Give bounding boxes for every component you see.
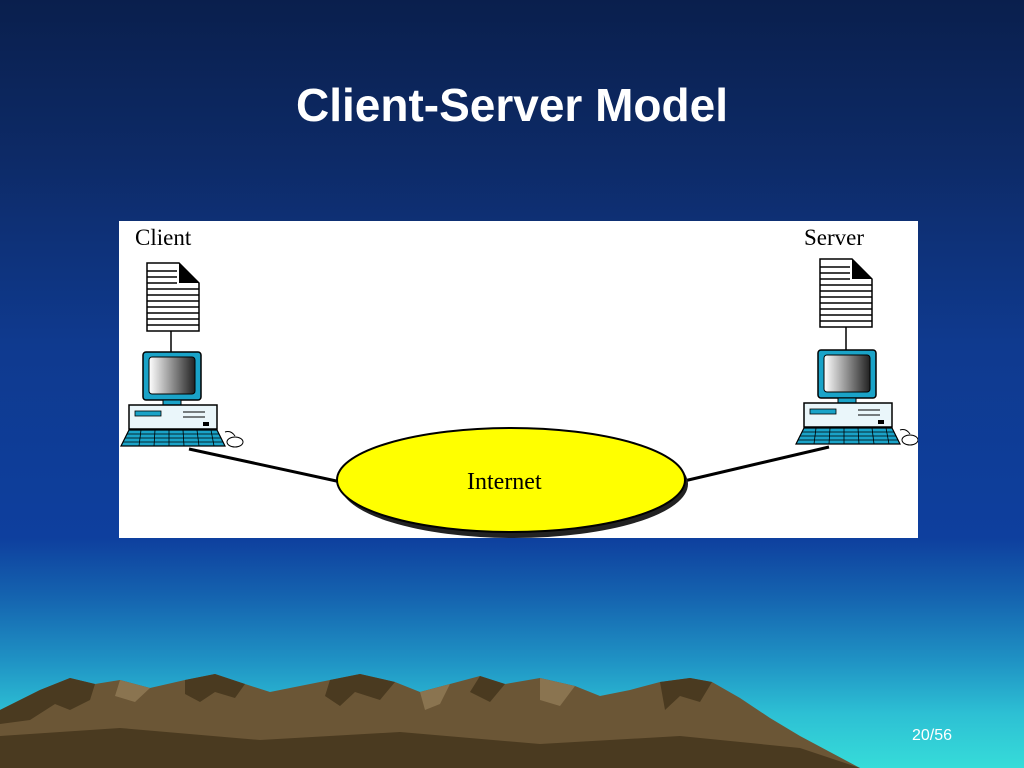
server-computer-icon: [795, 349, 918, 446]
client-computer-icon: [120, 351, 244, 448]
slide-title: Client-Server Model: [296, 79, 728, 131]
client-server-diagram: Client Server Internet: [119, 221, 918, 538]
client-document-icon: [146, 262, 200, 332]
client-label: Client: [135, 225, 192, 250]
client-connection-line: [188, 447, 342, 484]
server-document-icon: [819, 258, 873, 328]
internet-label: Internet: [467, 469, 542, 495]
server-label: Server: [804, 225, 865, 250]
internet-cloud-ellipse: [336, 427, 688, 538]
server-connection-line: [683, 445, 830, 483]
mountain-landscape-decoration: [0, 674, 860, 768]
diagram-graphics: [120, 258, 918, 538]
slide-page-number: 20/56: [912, 727, 953, 744]
